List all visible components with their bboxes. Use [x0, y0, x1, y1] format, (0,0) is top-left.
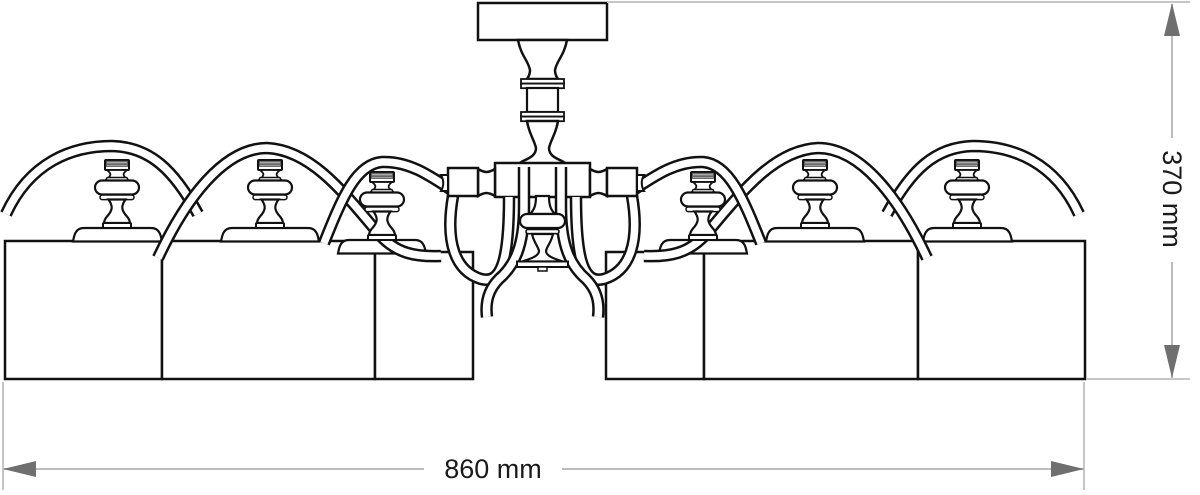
stem-column [476, 1, 609, 199]
hub-end-tab [636, 174, 646, 192]
shade [702, 239, 920, 381]
hub-connectors [439, 166, 646, 198]
arm-ribbon [152, 141, 442, 263]
width-dimension: 860 mm [2, 382, 1085, 490]
shade-lid [219, 226, 321, 243]
shade-finial [246, 158, 294, 230]
stem-neck-upper [516, 38, 569, 81]
shade [160, 239, 377, 381]
shade-lid [764, 226, 866, 243]
arrow-right-icon [1051, 461, 1084, 477]
arm-ribbon [444, 194, 516, 286]
ceiling-plate [476, 1, 609, 42]
stem-block [525, 86, 560, 114]
shade-finial [791, 158, 839, 230]
shade [3, 239, 164, 381]
width-dimension-label: 860 mm [444, 454, 542, 484]
arm-ribbon [318, 155, 460, 246]
shade-lid [921, 226, 1014, 243]
hub-block [605, 166, 639, 198]
shade-finial [679, 170, 727, 242]
shade-lids [71, 226, 1014, 255]
shade-finial [943, 158, 991, 230]
shade [916, 239, 1087, 381]
arm-ribbon [569, 194, 641, 286]
arm-ribbon [643, 141, 933, 263]
center-finial-base [516, 260, 569, 268]
hub-block [446, 166, 480, 198]
arrow-left-icon [3, 461, 36, 477]
arrow-down-icon [1164, 345, 1180, 378]
center-finial-disk [518, 212, 567, 230]
stem-neck-lower [514, 119, 571, 165]
center-finial-stem [527, 194, 558, 216]
hub-spool [588, 166, 609, 199]
center-finial [516, 194, 569, 272]
shade-finial [358, 170, 406, 242]
hub-bar [493, 161, 592, 199]
center-finial-vase [521, 232, 564, 263]
shade-lid [71, 226, 164, 243]
arm-ribbon [625, 155, 767, 246]
center-finial-tip [537, 266, 548, 272]
height-dimension-label: 370 mm [1157, 150, 1187, 248]
arm-ribbon [0, 139, 204, 217]
arm-ribbon [881, 139, 1085, 217]
hub-end-tab [439, 174, 449, 192]
hub-spool [476, 166, 497, 199]
arrow-up-icon [1164, 3, 1180, 36]
height-dimension: 370 mm [607, 1, 1190, 380]
shade-finial [93, 158, 141, 230]
